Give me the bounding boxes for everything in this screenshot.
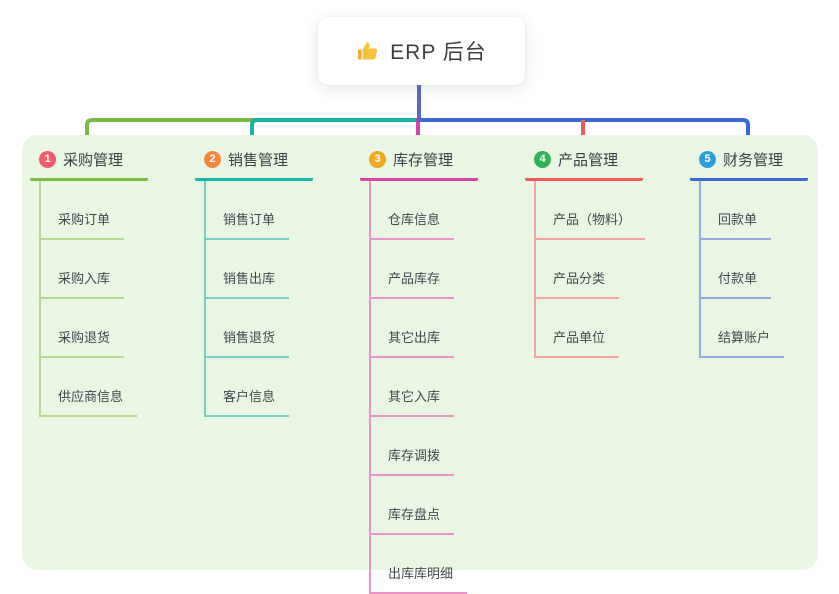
branch-children-group: 回款单 付款单 结算账户 xyxy=(699,181,839,358)
child-node-label: 其它出库 xyxy=(388,330,441,345)
child-node[interactable]: 产品分类 xyxy=(536,240,620,299)
child-node-label: 库存盘点 xyxy=(388,507,441,522)
child-node[interactable]: 销售订单 xyxy=(206,181,290,240)
branch-children-group: 仓库信息 产品库存 其它出库 其它入库 库存调拨 库存盘点 出库库明细 xyxy=(369,181,525,594)
child-node-label: 供应商信息 xyxy=(58,389,124,404)
child-node-label: 客户信息 xyxy=(223,389,276,404)
branch-label: 财务管理 xyxy=(723,152,784,169)
branch-children-group: 销售订单 销售出库 销售退货 客户信息 xyxy=(204,181,360,417)
child-node-label: 库存调拨 xyxy=(388,448,441,463)
branch-label: 采购管理 xyxy=(63,152,124,169)
child-node[interactable]: 采购退货 xyxy=(41,299,125,358)
child-node-label: 结算账户 xyxy=(718,330,771,345)
child-node-label: 采购订单 xyxy=(58,212,111,227)
child-node[interactable]: 销售退货 xyxy=(206,299,290,358)
child-node[interactable]: 仓库信息 xyxy=(371,181,455,240)
branch-number-badge: 4 xyxy=(534,151,551,168)
branch-number-badge: 1 xyxy=(39,151,56,168)
child-node-label: 产品单位 xyxy=(553,330,606,345)
child-node[interactable]: 付款单 xyxy=(701,240,772,299)
branch-number-badge: 3 xyxy=(369,151,386,168)
child-node-label: 回款单 xyxy=(718,212,758,227)
branch-number-badge: 2 xyxy=(204,151,221,168)
child-node[interactable]: 库存盘点 xyxy=(371,476,455,535)
branch-column-4: 4 产品管理 产品（物料） 产品分类 产品单位 xyxy=(525,147,690,358)
child-node-label: 销售出库 xyxy=(223,271,276,286)
child-node-label: 销售订单 xyxy=(223,212,276,227)
child-node[interactable]: 销售出库 xyxy=(206,240,290,299)
child-node[interactable]: 其它入库 xyxy=(371,358,455,417)
branch-header-1[interactable]: 1 采购管理 xyxy=(30,147,148,181)
child-node[interactable]: 回款单 xyxy=(701,181,772,240)
child-node[interactable]: 采购订单 xyxy=(41,181,125,240)
branch-header-5[interactable]: 5 财务管理 xyxy=(690,147,808,181)
child-node[interactable]: 出库库明细 xyxy=(371,535,468,594)
child-node[interactable]: 供应商信息 xyxy=(41,358,138,417)
root-node-label: ERP 后台 xyxy=(390,41,487,64)
child-node-label: 销售退货 xyxy=(223,330,276,345)
child-node[interactable]: 产品单位 xyxy=(536,299,620,358)
root-node-erp[interactable]: ERP 后台 xyxy=(318,17,525,85)
branch-column-5: 5 财务管理 回款单 付款单 结算账户 xyxy=(690,147,839,358)
child-node-label: 付款单 xyxy=(718,271,758,286)
child-node[interactable]: 结算账户 xyxy=(701,299,785,358)
child-node-label: 采购入库 xyxy=(58,271,111,286)
branch-header-4[interactable]: 4 产品管理 xyxy=(525,147,643,181)
child-node[interactable]: 产品（物料） xyxy=(536,181,646,240)
branch-label: 销售管理 xyxy=(228,152,289,169)
branch-children-group: 产品（物料） 产品分类 产品单位 xyxy=(534,181,690,358)
branch-column-3: 3 库存管理 仓库信息 产品库存 其它出库 其它入库 库存调拨 库存盘点 出库库… xyxy=(360,147,525,594)
branches-panel: 1 采购管理 采购订单 采购入库 采购退货 供应商信息 2 销售管理 销售订单 … xyxy=(22,135,818,594)
branch-column-1: 1 采购管理 采购订单 采购入库 采购退货 供应商信息 xyxy=(30,147,195,417)
child-node-label: 采购退货 xyxy=(58,330,111,345)
child-node[interactable]: 库存调拨 xyxy=(371,417,455,476)
child-node-label: 产品分类 xyxy=(553,271,606,286)
child-node[interactable]: 其它出库 xyxy=(371,299,455,358)
branch-number-badge: 5 xyxy=(699,151,716,168)
child-node[interactable]: 采购入库 xyxy=(41,240,125,299)
branch-column-2: 2 销售管理 销售订单 销售出库 销售退货 客户信息 xyxy=(195,147,360,417)
thumbs-up-icon xyxy=(358,42,378,60)
branch-header-3[interactable]: 3 库存管理 xyxy=(360,147,478,181)
child-node-label: 产品库存 xyxy=(388,271,441,286)
child-node-label: 其它入库 xyxy=(388,389,441,404)
branch-header-2[interactable]: 2 销售管理 xyxy=(195,147,313,181)
child-node[interactable]: 客户信息 xyxy=(206,358,290,417)
branch-label: 产品管理 xyxy=(558,152,619,169)
child-node[interactable]: 产品库存 xyxy=(371,240,455,299)
branch-children-group: 采购订单 采购入库 采购退货 供应商信息 xyxy=(39,181,195,417)
child-node-label: 出库库明细 xyxy=(388,566,454,581)
branch-label: 库存管理 xyxy=(393,152,454,169)
child-node-label: 产品（物料） xyxy=(553,212,632,227)
child-node-label: 仓库信息 xyxy=(388,212,441,227)
